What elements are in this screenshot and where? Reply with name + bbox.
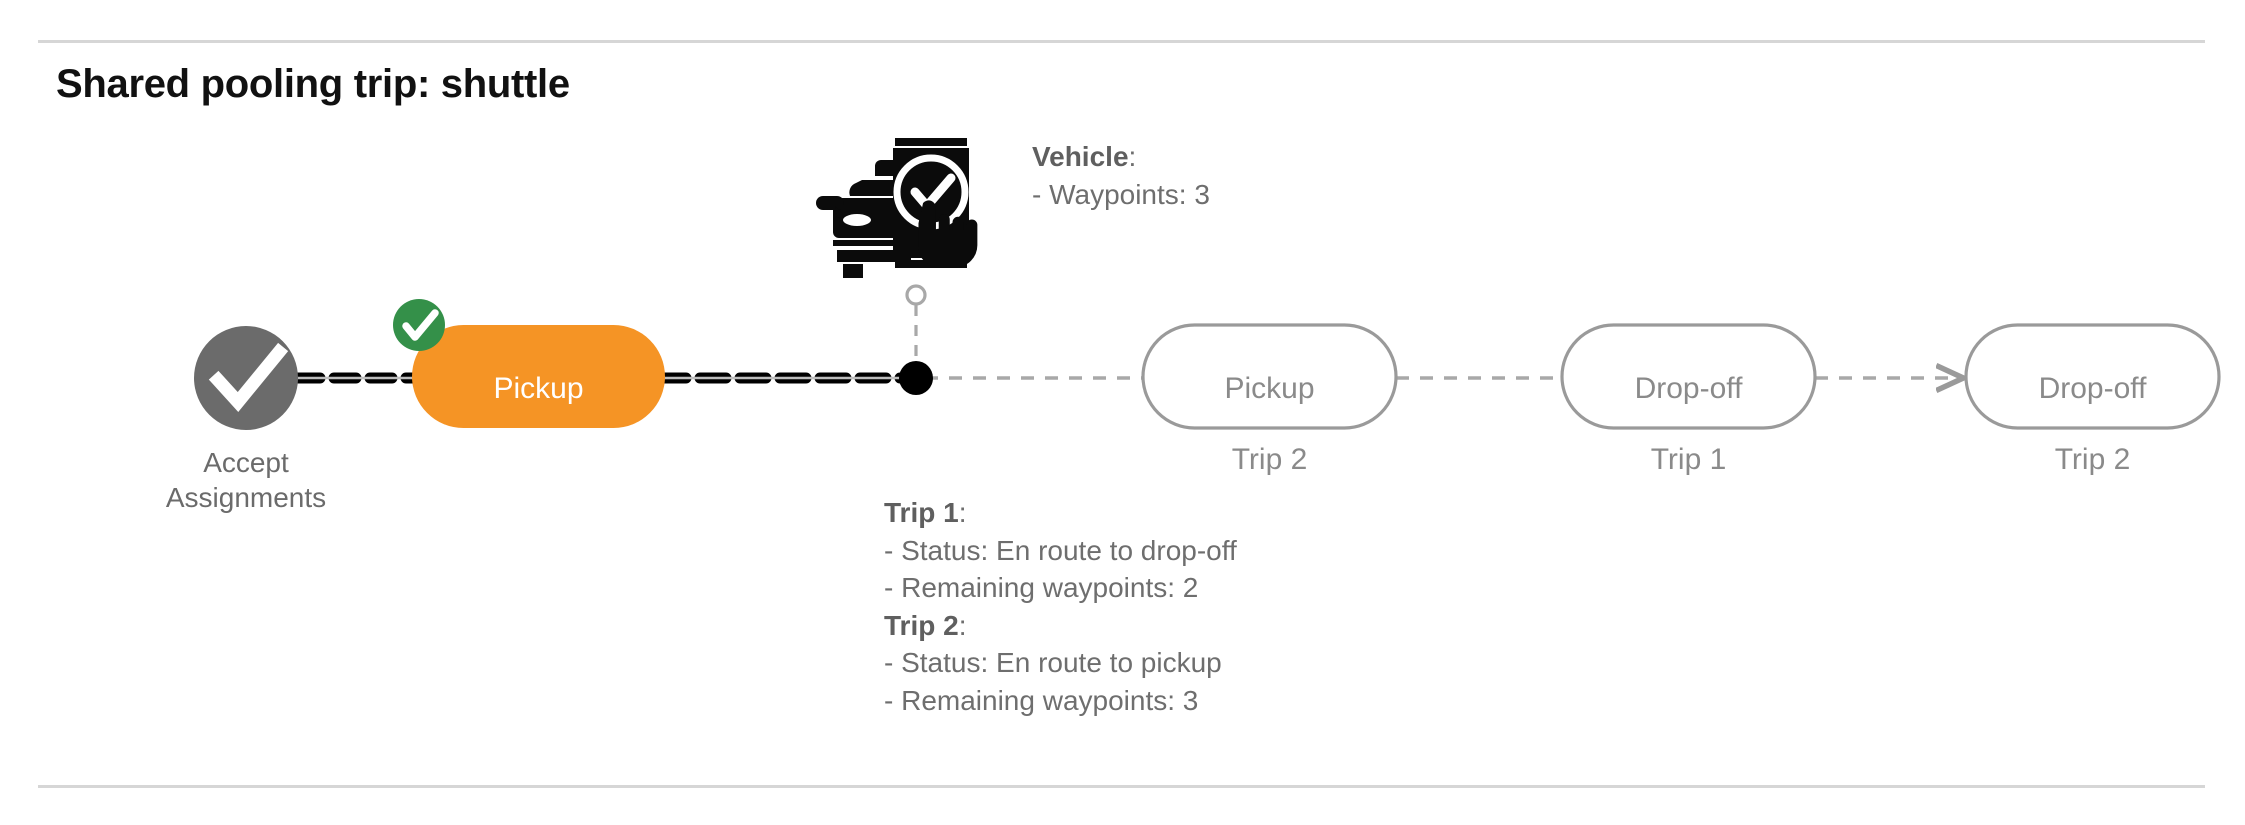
annotation-trip-1-heading-text: Trip 1 xyxy=(884,497,959,528)
node-pickup-trip-2[interactable] xyxy=(1141,323,1398,430)
annotation-vehicle-heading-text: Vehicle xyxy=(1032,141,1129,172)
node-accept-assignments[interactable] xyxy=(194,326,298,430)
page-title: Shared pooling trip: shuttle xyxy=(56,62,570,106)
annotation-trip-1-waypoints: - Remaining waypoints: 2 xyxy=(884,572,1199,604)
annotation-trips: Trip 1: - Status: En route to drop-off -… xyxy=(884,494,1237,719)
caption-accept-assignments: Accept Assignments xyxy=(165,447,327,513)
divider-bottom xyxy=(38,785,2205,788)
node-drop-off-trip-1[interactable] xyxy=(1560,323,1817,430)
annotation-trip-2-status: - Status: En route to pickup xyxy=(884,647,1222,679)
vehicle-phone-check-icon xyxy=(815,120,985,280)
annotation-trip-2-waypoints: - Remaining waypoints: 3 xyxy=(884,684,1199,716)
annotation-trip-1-status: - Status: En route to drop-off xyxy=(884,534,1237,566)
vehicle-leader-circle xyxy=(905,284,927,306)
annotation-vehicle-heading-suffix: : xyxy=(1128,141,1137,172)
annotation-trip-2-heading-suffix: : xyxy=(958,609,967,641)
node-drop-off-trip-2[interactable] xyxy=(1964,323,2221,430)
annotation-vehicle-heading: Vehicle: xyxy=(1032,138,1210,176)
node-pickup-trip-1[interactable] xyxy=(412,325,665,428)
badge-completed-check-icon xyxy=(393,299,445,351)
current-position-dot xyxy=(899,361,933,395)
annotation-trip-1-heading: Trip 1: xyxy=(884,494,1237,532)
divider-top xyxy=(38,40,2205,43)
annotation-trip-2-heading-text: Trip 2 xyxy=(884,609,959,641)
annotation-trip-1-heading-suffix: : xyxy=(958,497,967,528)
annotation-vehicle: Vehicle: - Waypoints: 3 xyxy=(1032,138,1210,213)
annotation-trip-2-heading: Trip 2: xyxy=(884,607,1237,645)
annotation-vehicle-line-1: - Waypoints: 3 xyxy=(1032,178,1210,210)
